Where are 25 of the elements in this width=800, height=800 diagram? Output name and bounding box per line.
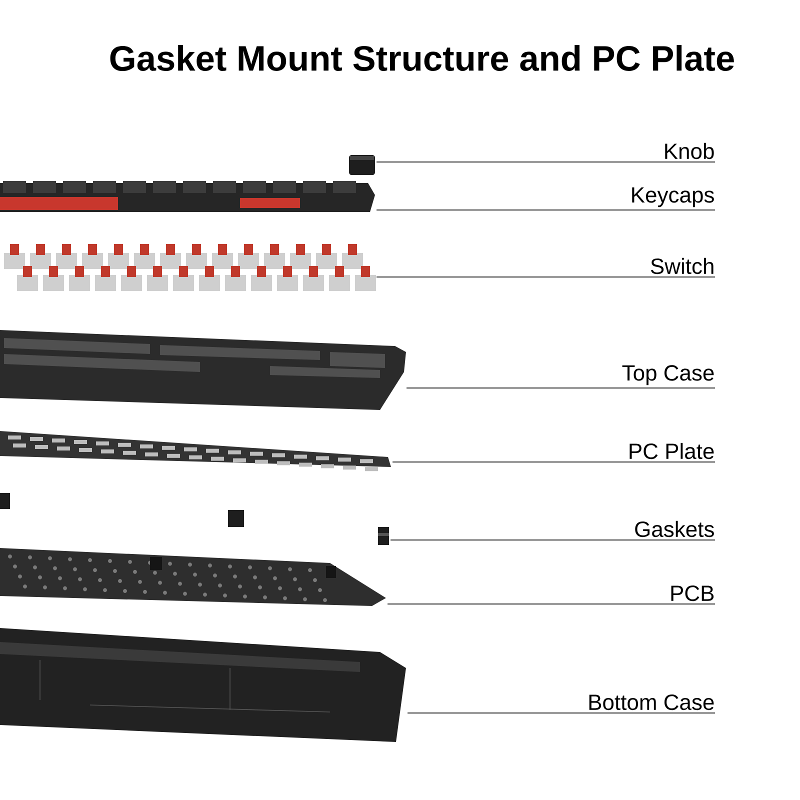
bottom-case-drawing <box>0 628 406 742</box>
leader-line <box>376 161 715 163</box>
part-label: PC Plate <box>630 442 714 460</box>
top-case-drawing <box>0 330 406 410</box>
part-label: Keycaps <box>632 187 714 208</box>
part-label: Bottom Case <box>589 694 714 710</box>
leader-line <box>408 712 715 714</box>
part-label: Gaskets <box>635 520 714 538</box>
title: Gasket Mount Structure and PC Plate <box>110 45 734 71</box>
part-label: Top Case <box>622 365 714 386</box>
pcb-drawing <box>0 548 386 606</box>
leader-line <box>390 539 715 541</box>
keycaps-drawing <box>0 181 375 212</box>
leader-line <box>376 209 715 211</box>
part-label: Knob <box>665 142 714 160</box>
leader-line <box>376 276 715 278</box>
leader-line <box>392 461 715 463</box>
gasket-drawing <box>378 527 389 545</box>
knob-drawing <box>349 155 375 175</box>
leader-line <box>406 387 715 389</box>
leader-line <box>388 603 715 605</box>
switches-drawing <box>4 244 376 291</box>
plate-drawing <box>0 431 391 472</box>
part-label: PCB <box>671 586 714 602</box>
part-label: Switch <box>650 258 714 274</box>
